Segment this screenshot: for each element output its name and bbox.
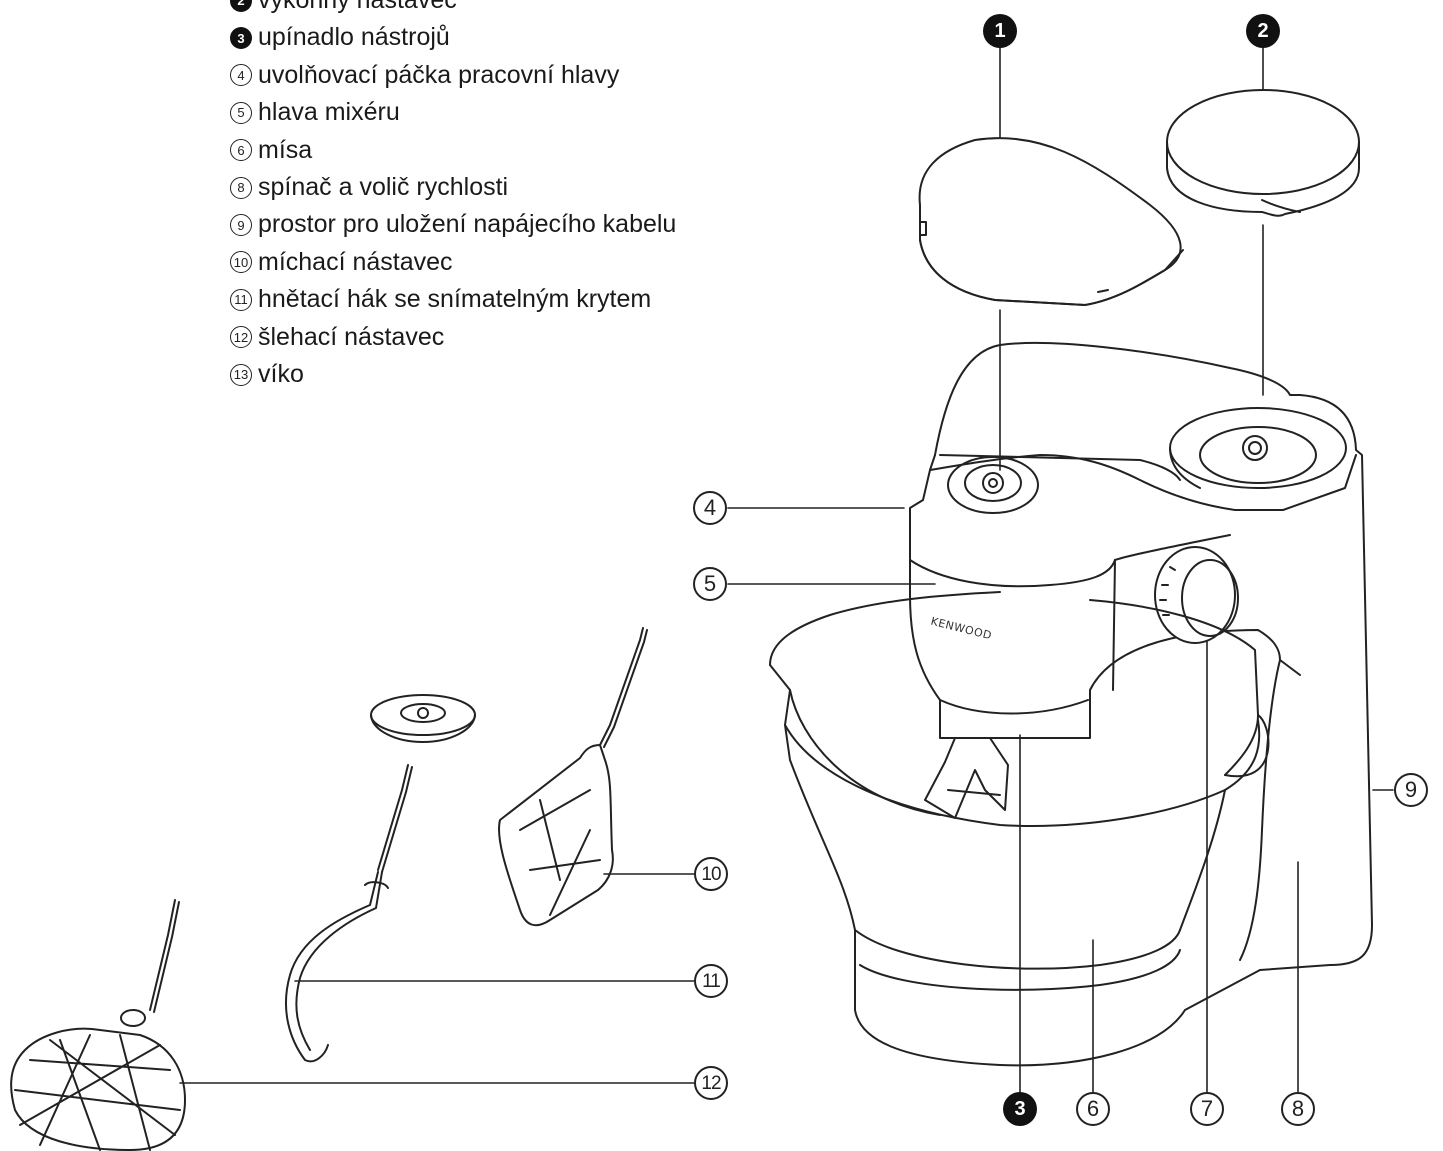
legend-text: spínač a volič rychlosti [258, 172, 509, 201]
callout-6: 6 [1076, 1092, 1110, 1126]
legend-item: 9 prostor pro uložení napájecího kabelu [230, 206, 676, 243]
callout-12: 12 [694, 1066, 728, 1100]
callout-5: 5 [693, 567, 727, 601]
legend-item: 3 upínadlo nástrojů [230, 19, 676, 56]
legend-text: výkonný nástavec [258, 0, 457, 14]
legend-marker: 3 [230, 27, 252, 50]
tool-socket [924, 737, 1009, 819]
callout-7: 7 [1190, 1092, 1224, 1126]
flat-beater [498, 627, 648, 927]
mixing-bowl [769, 591, 1270, 1067]
mixer-base [1239, 659, 1281, 961]
legend-text: upínadlo nástrojů [258, 23, 450, 52]
mixer-head [909, 341, 1373, 971]
legend-marker: 2 [230, 0, 252, 12]
callout-1: 1 [983, 14, 1017, 48]
legend-item: 5 hlava mixéru [230, 94, 676, 131]
legend-marker: 5 [230, 101, 252, 124]
legend-text: prostor pro uložení napájecího kabelu [258, 210, 677, 239]
dough-hook-cover [370, 694, 476, 743]
legend-text: uvolňovací páčka pracovní hlavy [258, 60, 620, 89]
dough-hook [284, 764, 413, 1063]
callout-10: 10 [694, 857, 728, 891]
legend-marker: 11 [230, 288, 252, 311]
legend-item: 12 šlehací nástavec [230, 319, 676, 356]
outlet-cover-2 [1166, 89, 1360, 217]
legend-item: 10 míchací nástavec [230, 244, 676, 281]
callout-4: 4 [693, 491, 727, 525]
legend-item: 11 hnětací hák se snímatelným krytem [230, 281, 676, 318]
leader-lines [179, 47, 1394, 1093]
legend-marker: 6 [230, 139, 252, 162]
legend-marker: 12 [230, 326, 252, 349]
legend-text: hnětací hák se snímatelným krytem [258, 285, 652, 314]
legend-text: hlava mixéru [258, 98, 400, 127]
legend-marker: 13 [230, 363, 252, 386]
legend-item: 8 spínač a volič rychlosti [230, 169, 676, 206]
legend-text: míchací nástavec [258, 247, 453, 276]
outlet-cover-1 [918, 137, 1184, 306]
legend-marker: 9 [230, 214, 252, 237]
parts-legend: 2 výkonný nástavec 3 upínadlo nástrojů 4 uv… [230, 0, 676, 393]
legend-text: víko [258, 359, 304, 388]
callout-2: 2 [1246, 14, 1280, 48]
legend-item: 13 víko [230, 356, 676, 393]
legend-text: šlehací nástavec [258, 322, 445, 351]
legend-item: 2 výkonný nástavec [230, 0, 676, 19]
legend-item: 6 mísa [230, 132, 676, 169]
legend-marker: 8 [230, 176, 252, 199]
legend-marker: 4 [230, 64, 252, 87]
callout-8: 8 [1281, 1092, 1315, 1126]
callout-3: 3 [1003, 1092, 1037, 1126]
balloon-whisk [10, 899, 186, 1151]
legend-marker: 10 [230, 251, 252, 274]
legend-text: mísa [258, 135, 313, 164]
callout-11: 11 [694, 964, 728, 998]
legend-item: 4 uvolňovací páčka pracovní hlavy [230, 57, 676, 94]
callout-9: 9 [1394, 773, 1428, 807]
